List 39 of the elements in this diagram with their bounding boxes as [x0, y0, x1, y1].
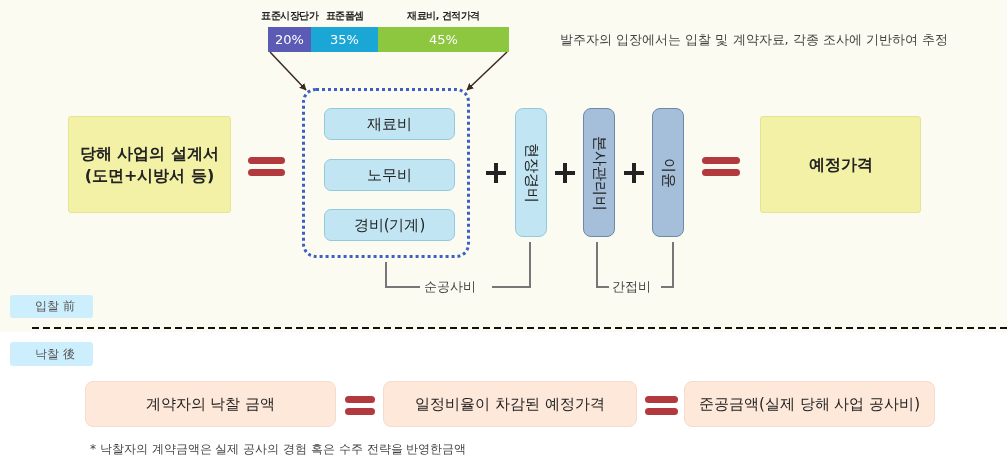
footnote: * 낙찰자의 계약금액은 실제 공사의 경험 혹은 수주 전략을 반영한금액 [90, 441, 467, 458]
box-label: 입찰 前 [34, 298, 76, 315]
cost-box [324, 108, 455, 140]
amount-box [85, 381, 336, 427]
box-label: 재료비 [366, 113, 413, 135]
arrow [466, 51, 508, 91]
cost-box [652, 108, 684, 237]
amount-box [684, 381, 935, 427]
note-text: 발주자의 입장에서는 입찰 및 계약자료, 각종 조사에 기반하여 추정 [560, 31, 949, 49]
box-label: 낙찰 後 [34, 345, 76, 363]
amount-box [383, 381, 637, 427]
box-label: 노무비 [366, 164, 413, 186]
box-label: 계약자의 낙찰 금액 [144, 393, 277, 415]
box-label: 당해 사업의 설계서 (도면+시방서 등) [78, 142, 221, 187]
cost-label: 현장경비 [521, 142, 541, 203]
cost-box [583, 108, 615, 237]
percent-value: 45% [429, 32, 458, 47]
cost-box [515, 108, 547, 237]
stage-tag [10, 342, 93, 366]
cost-box [324, 159, 455, 191]
cost-label: 본사관리비 [589, 135, 609, 210]
input-box [68, 116, 231, 213]
arrow [269, 51, 307, 91]
percent-value: 20% [275, 32, 304, 47]
stage-tag [10, 295, 93, 318]
segment-heading: 재료비, 견적가격 [407, 10, 480, 23]
input-box [760, 116, 921, 213]
cost-box [324, 209, 455, 241]
box-label: 일정비율이 차감된 예정가격 [414, 393, 606, 415]
box-label: 경비(기계) [352, 214, 427, 236]
dotted-group-box [302, 88, 470, 258]
percent-value: 35% [330, 32, 359, 47]
segment-heading: 표준시장단가 [261, 10, 318, 23]
bracket-label: 간접비 [612, 278, 651, 296]
box-label: 준공금액(실제 당해 사업 공사비) [698, 393, 921, 415]
bracket-label: 순공사비 [424, 278, 476, 296]
segment-heading: 표준품셈 [325, 10, 364, 23]
cost-label: 이윤 [658, 157, 678, 188]
box-label: 예정가격 [807, 153, 874, 176]
